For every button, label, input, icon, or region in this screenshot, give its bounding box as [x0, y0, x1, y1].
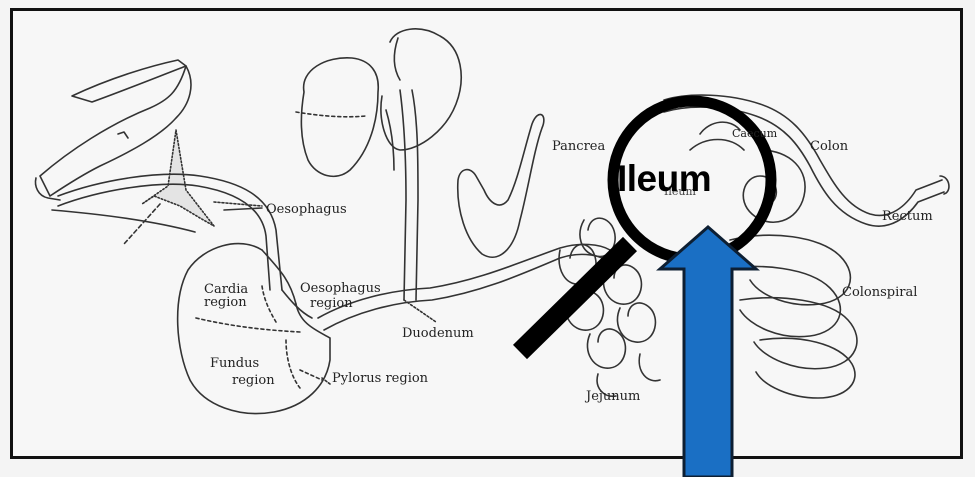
label-fundus: Fundus — [210, 357, 259, 370]
heart-outline — [381, 29, 461, 150]
up-arrow-icon — [656, 224, 760, 477]
pancreas-outline — [458, 114, 544, 257]
label-oesophagus-region-1: Oesophagus — [300, 282, 381, 295]
label-pylorus-region: Pylorus region — [332, 372, 428, 385]
label-oesophagus-region-2: region — [310, 297, 353, 310]
label-pancreas: Pancrea — [552, 140, 605, 153]
label-caecum: Caecum — [732, 128, 777, 139]
label-duodenum: Duodenum — [402, 327, 474, 340]
stomach-outline — [178, 244, 330, 414]
label-rectum: Rectum — [882, 210, 933, 223]
label-cardia-region: region — [204, 296, 247, 309]
label-colon: Colon — [810, 140, 848, 153]
head-outline — [40, 66, 191, 196]
label-jejunum: Jejunum — [586, 390, 640, 403]
label-fundus-region: region — [232, 374, 275, 387]
label-colonspiral: Colonspiral — [842, 286, 917, 299]
label-oesophagus: Oesophagus — [266, 203, 347, 216]
magnifier-label-ileum: Ileum — [617, 160, 711, 197]
